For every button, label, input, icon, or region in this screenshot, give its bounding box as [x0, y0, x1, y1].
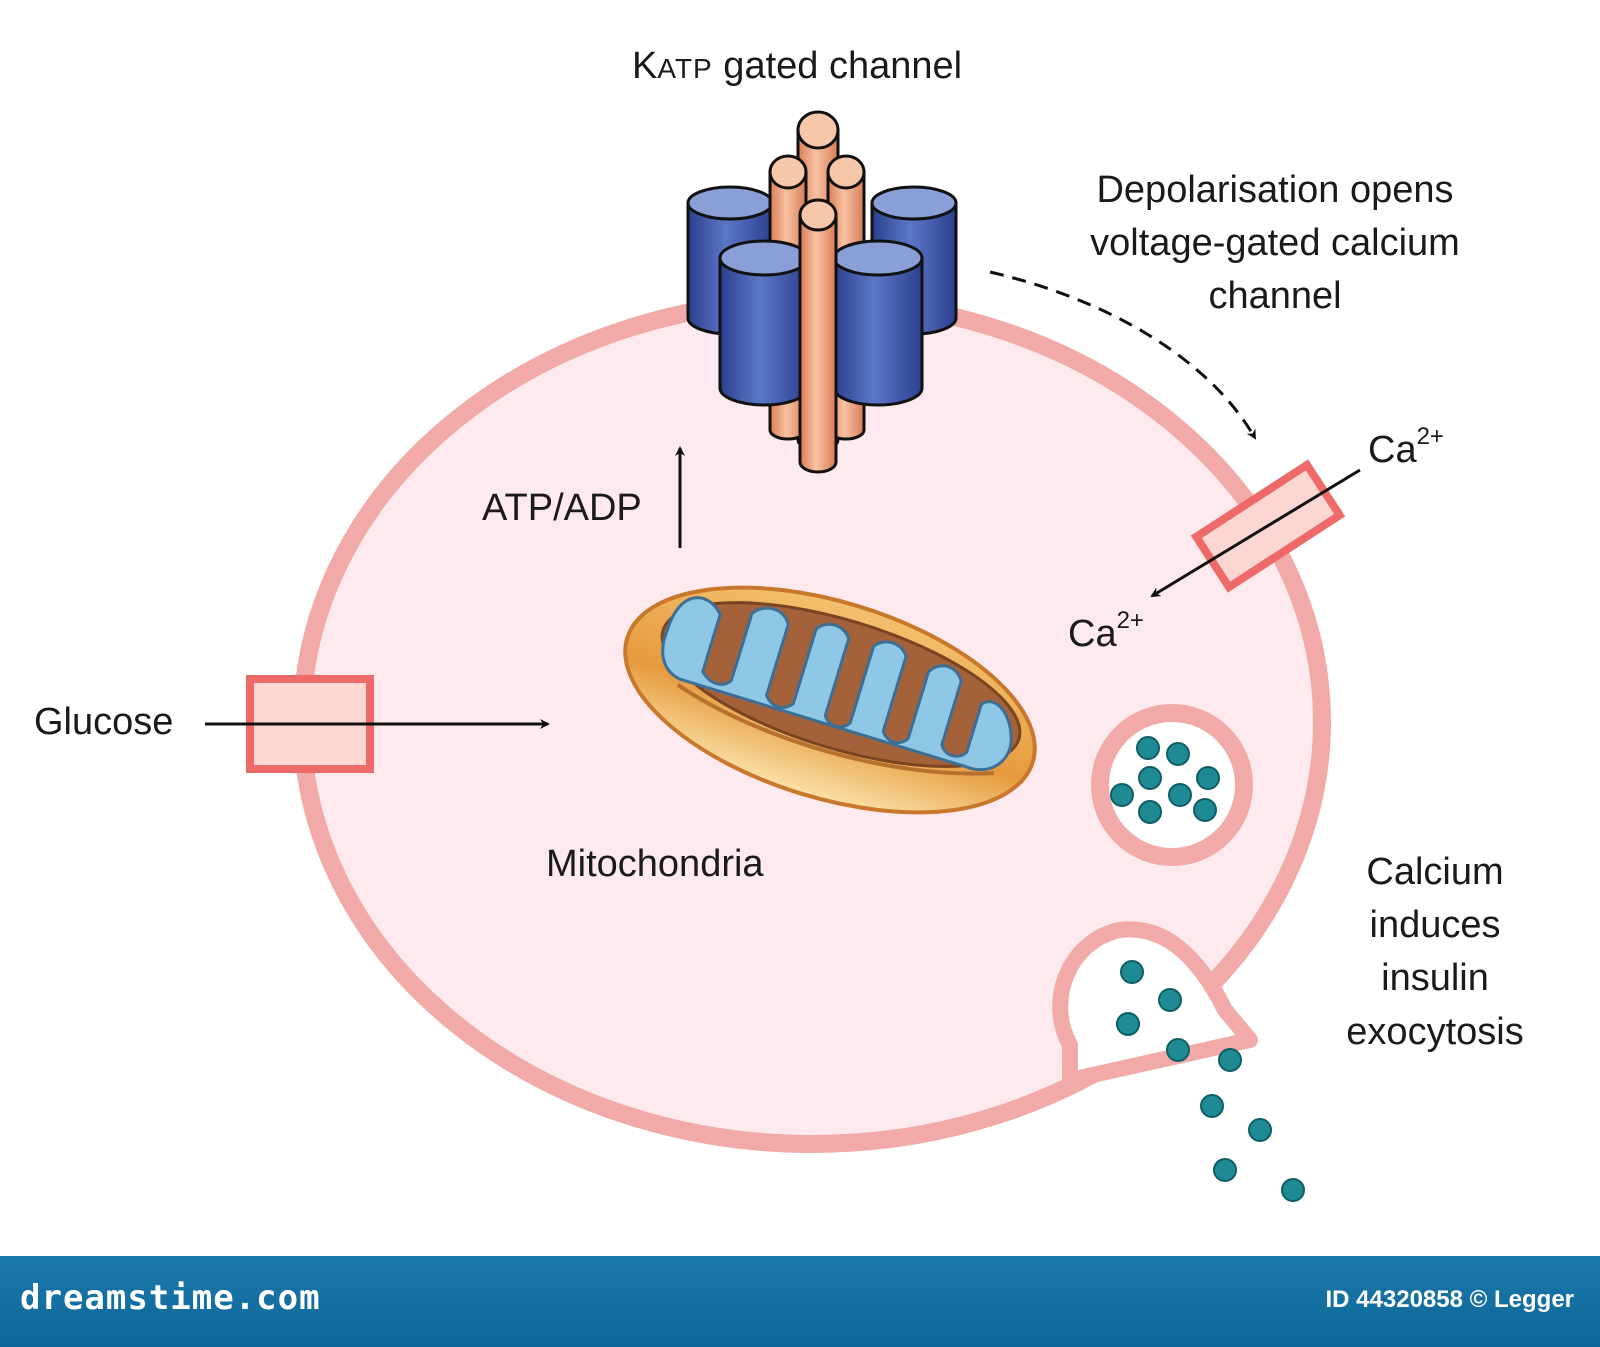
- exocytosis-line: insulin: [1381, 957, 1489, 1000]
- mitochondrion-cristae: [661, 596, 1013, 772]
- insulin-granule: [1200, 1094, 1224, 1118]
- depolarisation-label: Depolarisation opens voltage-gated calci…: [1040, 164, 1510, 324]
- channel-subunit-blue: [718, 239, 810, 407]
- vesicle-granules: [1110, 736, 1220, 824]
- depolarisation-line: voltage-gated calcium: [1090, 222, 1460, 265]
- calcium-influx-arrow: [1150, 468, 1361, 598]
- calcium-outside-label: Ca2+: [1368, 423, 1444, 477]
- calcium-symbol: Ca: [1068, 613, 1117, 655]
- exocytosis-line: Calcium: [1366, 851, 1504, 893]
- insulin-granule: [1213, 1158, 1237, 1182]
- insulin-granule: [1281, 1178, 1305, 1202]
- katp-subscript: ATP: [657, 53, 713, 84]
- exocytosis-line: exocytosis: [1346, 1010, 1524, 1053]
- insulin-granule: [1136, 736, 1160, 760]
- calcium-charge: 2+: [1116, 607, 1144, 635]
- katp-prefix: K: [632, 45, 658, 87]
- insulin-granule: [1196, 766, 1220, 790]
- depolarisation-arrow: [989, 270, 1257, 440]
- insulin-granule: [1120, 960, 1144, 984]
- calcium-inside-label: Ca2+: [1068, 607, 1144, 661]
- insulin-granule: [1168, 783, 1192, 807]
- insulin-secretion-diagram: [205, 110, 1361, 1202]
- exocytosis-label: Calcium induces insulin exocytosis: [1320, 846, 1550, 1059]
- calcium-charge: 2+: [1416, 423, 1444, 451]
- katp-suffix: gated channel: [712, 45, 963, 87]
- insulin-granule: [1158, 988, 1182, 1012]
- footer-credit: ID 44320858 © Legger: [1325, 1286, 1574, 1313]
- insulin-granule: [1193, 798, 1217, 822]
- calcium-symbol: Ca: [1368, 429, 1417, 471]
- mitochondrion: [623, 585, 1037, 815]
- channel-subunit-blue: [832, 239, 924, 407]
- insulin-granule: [1138, 766, 1162, 790]
- released-insulin: [1116, 960, 1305, 1202]
- katp-channel: [686, 110, 958, 474]
- atp-adp-label: ATP/ADP: [482, 487, 642, 529]
- insulin-granule: [1166, 1038, 1190, 1062]
- insulin-granule: [1138, 800, 1162, 824]
- glucose-label: Glucose: [34, 701, 174, 743]
- katp-channel-title: KATP gated channel: [632, 40, 962, 93]
- footer-brand: dreamstime.com: [20, 1278, 321, 1318]
- exocytosis-pocket: [1052, 921, 1258, 1088]
- insulin-granule: [1110, 783, 1134, 807]
- depolarisation-line: channel: [1208, 275, 1342, 318]
- footer-bar: dreamstime.com ID 44320858 © Legger: [0, 1256, 1600, 1347]
- insulin-granule: [1248, 1118, 1272, 1142]
- depolarisation-line: Depolarisation opens: [1096, 169, 1454, 211]
- mitochondria-label: Mitochondria: [546, 843, 764, 885]
- insulin-granule: [1218, 1048, 1242, 1072]
- exocytosis-line: induces: [1369, 904, 1501, 947]
- channel-subunit-salmon: [798, 198, 838, 474]
- insulin-granule: [1166, 742, 1190, 766]
- insulin-granule: [1116, 1012, 1140, 1036]
